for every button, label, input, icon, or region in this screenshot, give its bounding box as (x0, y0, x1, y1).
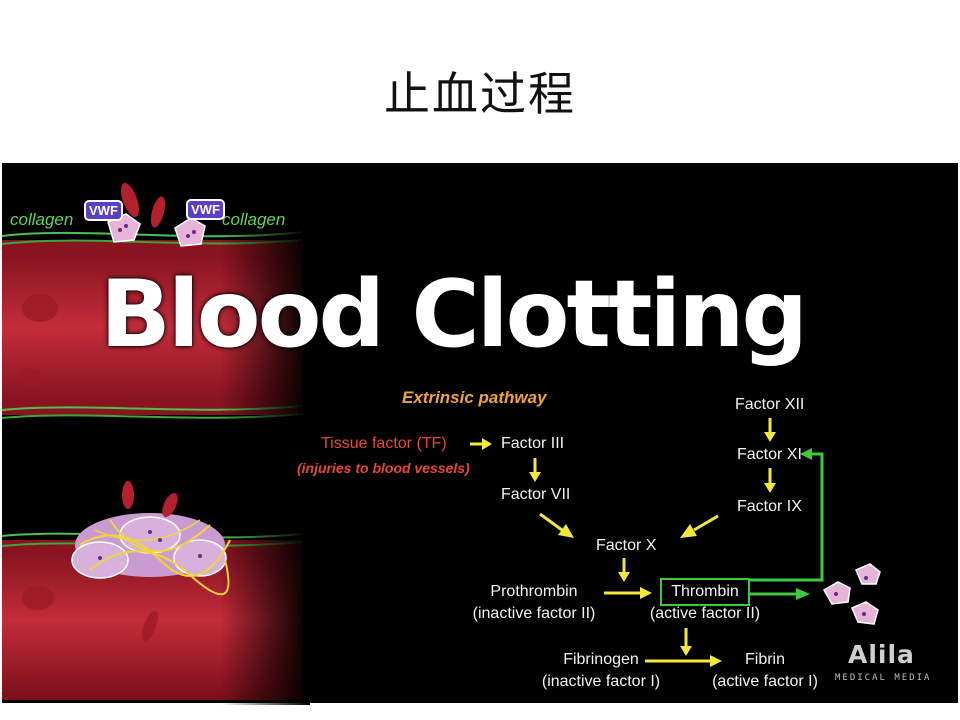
video-title: Blood Clotting (100, 260, 808, 368)
tissue-factor-label: Tissue factor (TF) (321, 435, 447, 452)
factor-x-label: Factor X (596, 537, 657, 554)
extrinsic-pathway-label: Extrinsic pathway (402, 388, 547, 407)
factor-xii-label: Factor XII (735, 396, 805, 413)
fibrin-label: Fibrin (744, 651, 785, 668)
collagen-label-left: collagen (10, 210, 74, 229)
vwf-badge-left: VWF (84, 200, 123, 221)
fibrin-note: (active factor I) (712, 673, 818, 690)
alila-logo: Alila (848, 640, 915, 669)
slide-title: 止血过程 (384, 67, 576, 121)
activated-platelets (822, 563, 881, 625)
thrombin-label: Thrombin (671, 583, 739, 600)
fibrinogen-note: (inactive factor I) (541, 673, 661, 690)
pathway-arrows (470, 418, 776, 667)
factor-ix-label: Factor IX (737, 498, 802, 515)
collagen-label-right: collagen (222, 210, 286, 229)
fibrinogen-label: Fibrinogen (563, 651, 639, 668)
prothrombin-label: Prothrombin (490, 583, 578, 600)
factor-xi-label: Factor XI (737, 446, 802, 463)
platelet-clot (71, 481, 231, 596)
thrombin-box (660, 578, 750, 606)
alila-logo-subtitle: MEDICAL MEDIA (835, 673, 932, 683)
factor-iii-label: Factor III (501, 435, 565, 452)
upper-injury-cells (107, 182, 206, 247)
tissue-factor-note: (injuries to blood vessels) (297, 460, 470, 476)
upper-vessel (1, 230, 310, 430)
thrombin-note: (active factor II) (649, 605, 761, 622)
vwf-badge-right: VWF (186, 199, 225, 220)
prothrombin-note: (inactive factor II) (472, 605, 596, 622)
feedback-arrows (750, 448, 824, 600)
factor-vii-label: Factor VII (501, 486, 571, 503)
